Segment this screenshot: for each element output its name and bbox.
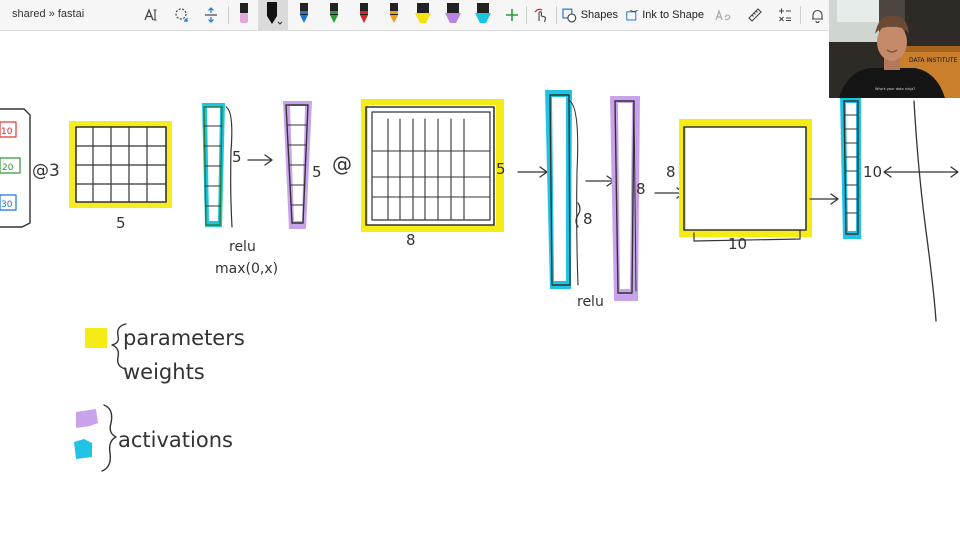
webcam-overlay: DATA INSTITUTE Who's your data ninja? — [829, 0, 960, 98]
toolbar-separator — [526, 6, 527, 24]
webcam-image: DATA INSTITUTE Who's your data ninja? — [829, 0, 960, 98]
activation-column-2 — [283, 101, 312, 229]
shirt-text: Who's your data ninja? — [875, 87, 915, 91]
ink-to-shape-label: Ink to Shape — [642, 9, 704, 21]
activation-column-3 — [545, 90, 578, 289]
double-arrow — [884, 167, 958, 177]
pen-black-icon — [263, 2, 283, 28]
ink-to-text-icon — [715, 7, 733, 23]
pen-green-icon — [327, 3, 341, 27]
shapes-icon — [562, 8, 577, 23]
matrix3-height-label: 8 — [666, 163, 676, 181]
bell-icon — [810, 8, 825, 23]
legend-weights-label: weights — [123, 360, 205, 384]
legend-cyan-swatch — [74, 439, 92, 459]
banner-text: DATA INSTITUTE — [909, 57, 958, 64]
relu-label-2: relu — [577, 294, 604, 310]
pen-orange-icon — [387, 3, 401, 27]
pen-red[interactable] — [352, 0, 376, 30]
matrix1-width-label: 5 — [116, 214, 126, 232]
matrix2-width-label: 8 — [406, 231, 416, 249]
weight-matrix-1 — [69, 121, 172, 208]
toolbar-separator — [228, 6, 229, 24]
relu-label-1: relu — [229, 239, 256, 255]
weight-matrix-3 — [679, 119, 812, 241]
highlighter-cyan[interactable] — [470, 0, 496, 30]
activation1-dim-label: 5 — [232, 148, 242, 166]
matrix2-height-label: 5 — [496, 160, 506, 178]
lasso-select-tool[interactable] — [170, 0, 192, 30]
shapes-label: Shapes — [581, 9, 618, 21]
text-select-icon — [143, 7, 159, 23]
legend-activations-label: activations — [118, 428, 233, 452]
max-label: max(0,x) — [215, 261, 278, 277]
output-column — [840, 97, 861, 239]
ink-to-shape-button[interactable]: Ink to Shape — [626, 0, 704, 30]
highlighter-purple[interactable] — [440, 0, 466, 30]
input-value-1: 10 — [1, 127, 13, 137]
matrix3-width-label: 10 — [728, 235, 747, 253]
output-dim-label: 10 — [863, 163, 882, 181]
insert-space-icon — [203, 7, 219, 23]
toolbar-separator — [556, 6, 557, 24]
math-button[interactable] — [774, 0, 796, 30]
input-value-2: 20 — [2, 163, 14, 173]
times-label-1: @3 — [32, 161, 60, 181]
divider-stroke — [914, 101, 936, 321]
arrow-1 — [248, 155, 272, 165]
arrow-5 — [810, 194, 838, 204]
toolbar-separator — [800, 6, 801, 24]
activation4-dim-label: 8 — [636, 180, 646, 198]
activation-column-1 — [202, 103, 232, 227]
ink-canvas[interactable]: 10 20 30 @3 5 5 relu max(0,x) — [0, 31, 960, 540]
highlighter-purple-icon — [443, 3, 463, 27]
legend-purple-swatch — [76, 409, 98, 428]
legend-parameters-label: parameters — [123, 326, 245, 350]
insert-space-tool[interactable] — [200, 0, 222, 30]
add-pen-button[interactable] — [501, 0, 523, 30]
notifications-button[interactable] — [806, 0, 828, 30]
plus-icon — [505, 8, 519, 22]
pen-red-icon — [357, 3, 371, 27]
activation-column-4 — [610, 96, 640, 301]
arrow-2 — [518, 167, 547, 177]
pen-black-selected[interactable] — [258, 0, 288, 30]
ink-to-text-button[interactable] — [712, 0, 736, 30]
drawing-toolbar: shared » fastai — [0, 0, 960, 31]
pen-pink-icon — [237, 3, 251, 27]
drawing-surface: 10 20 30 @3 5 5 relu max(0,x) — [0, 31, 960, 540]
arrow-3 — [586, 176, 614, 186]
touch-writing-icon — [533, 7, 549, 23]
math-icon — [777, 7, 793, 23]
activation2-dim-label: 5 — [312, 163, 322, 181]
ruler-button[interactable] — [744, 0, 766, 30]
pen-pink[interactable] — [232, 0, 256, 30]
activation3-dim-label: 8 — [583, 210, 593, 228]
touch-writing-button[interactable] — [530, 0, 552, 30]
legend-brace-2 — [102, 405, 116, 471]
shapes-button[interactable]: Shapes — [562, 0, 618, 30]
lasso-icon — [173, 7, 189, 23]
pen-blue-icon — [297, 3, 311, 27]
legend-parameters-swatch — [85, 328, 107, 348]
weight-matrix-2 — [361, 99, 504, 232]
pen-orange[interactable] — [382, 0, 406, 30]
pen-green[interactable] — [322, 0, 346, 30]
highlighter-cyan-icon — [473, 3, 493, 27]
highlighter-yellow-icon — [413, 3, 433, 27]
pen-blue[interactable] — [292, 0, 316, 30]
ink-to-shape-icon — [626, 8, 638, 23]
text-select-tool[interactable] — [140, 0, 162, 30]
ruler-icon — [747, 7, 763, 23]
breadcrumb[interactable]: shared » fastai — [12, 8, 84, 20]
times-label-2: @ — [332, 152, 352, 176]
highlighter-yellow[interactable] — [410, 0, 436, 30]
input-value-3: 30 — [1, 200, 13, 210]
